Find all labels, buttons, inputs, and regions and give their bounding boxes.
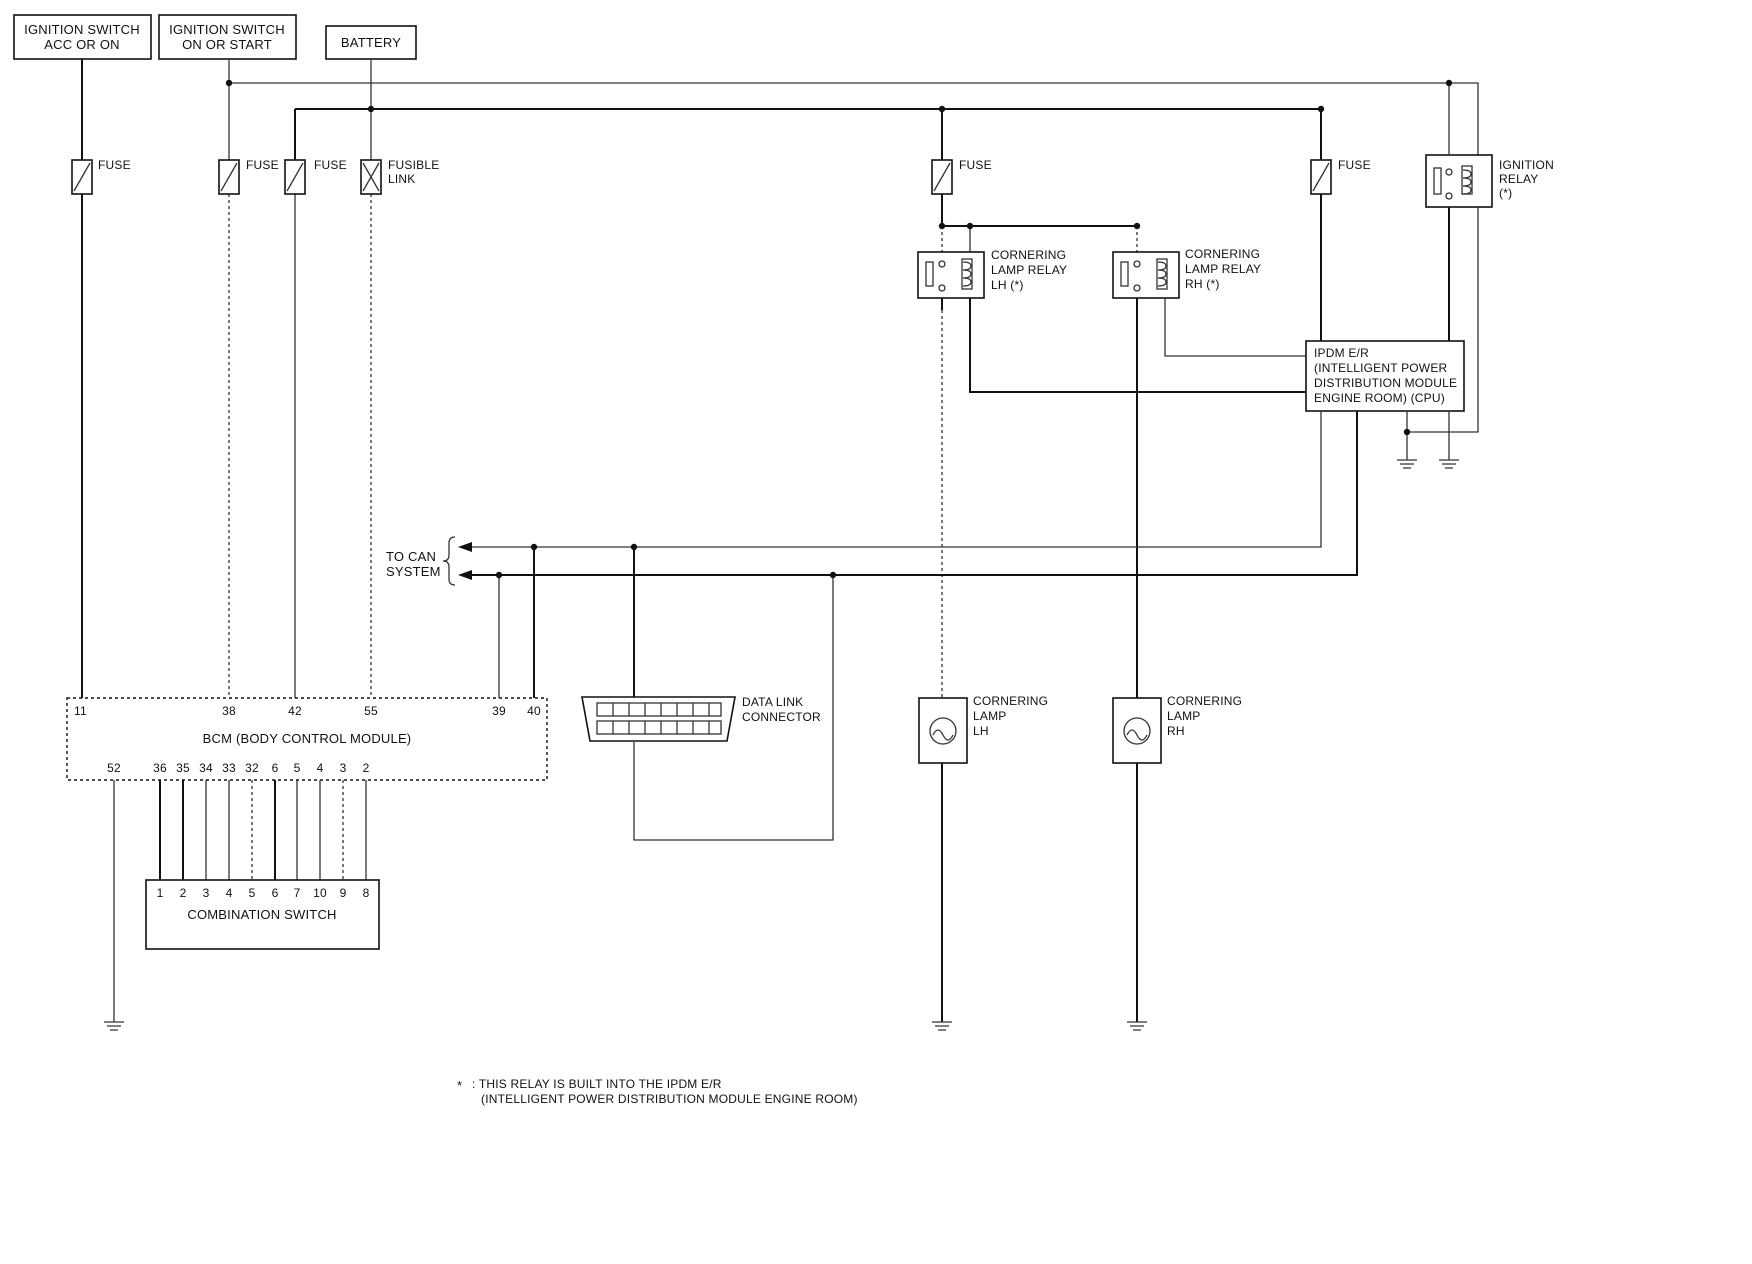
bcm-pin: 6 — [272, 761, 279, 775]
bcm-pin: 42 — [288, 704, 302, 718]
ground-icon — [1127, 1021, 1147, 1031]
svg-text:(INTELLIGENT POWER: (INTELLIGENT POWER — [1314, 361, 1448, 375]
svg-text:LAMP: LAMP — [973, 709, 1006, 723]
battery-box: BATTERY — [325, 25, 417, 60]
svg-text:FUSE: FUSE — [246, 158, 279, 172]
svg-text:FUSE: FUSE — [314, 158, 347, 172]
svg-text:IGNITION SWITCH: IGNITION SWITCH — [24, 22, 140, 37]
svg-text:RH (*): RH (*) — [1185, 277, 1220, 291]
svg-text:FUSIBLE: FUSIBLE — [388, 158, 439, 172]
svg-text:LINK: LINK — [388, 172, 415, 186]
fuse-ign: FUSE — [218, 158, 279, 195]
bcm-pin: 3 — [340, 761, 347, 775]
bcm-pin: 5 — [294, 761, 301, 775]
footnote-star: * — [457, 1078, 462, 1093]
bcm-pin: 34 — [199, 761, 213, 775]
footnote: * : THIS RELAY IS BUILT INTO THE IPDM E/… — [457, 1077, 858, 1106]
cornering-lamp-relay-rh: CORNERING LAMP RELAY RH (*) — [1112, 247, 1261, 299]
svg-text:CORNERING: CORNERING — [1167, 694, 1242, 708]
ground-icon — [932, 1021, 952, 1031]
combo-pin: 6 — [272, 886, 279, 900]
to-can-label: SYSTEM — [386, 564, 441, 579]
bcm-pin: 2 — [363, 761, 370, 775]
svg-text:FUSE: FUSE — [1338, 158, 1371, 172]
combo-pin: 7 — [294, 886, 301, 900]
svg-text:CONNECTOR: CONNECTOR — [742, 710, 821, 724]
svg-text:LH (*): LH (*) — [991, 278, 1024, 292]
svg-text:RELAY: RELAY — [1499, 172, 1538, 186]
svg-text:FUSE: FUSE — [98, 158, 131, 172]
bcm-pin: 39 — [492, 704, 506, 718]
combo-pin: 5 — [249, 886, 256, 900]
combo-pin: 10 — [313, 886, 327, 900]
svg-text:(INTELLIGENT POWER DISTRIBUTIO: (INTELLIGENT POWER DISTRIBUTION MODULE E… — [481, 1092, 858, 1106]
bcm-pin: 40 — [527, 704, 541, 718]
ground-icon — [1397, 459, 1417, 469]
svg-text:DATA LINK: DATA LINK — [742, 695, 803, 709]
svg-text:IGNITION: IGNITION — [1499, 158, 1554, 172]
can-brace — [442, 536, 456, 586]
fusible-link: FUSIBLE LINK — [360, 158, 439, 195]
bcm-pin: 33 — [222, 761, 236, 775]
svg-text:LH: LH — [973, 724, 989, 738]
fuse-battery: FUSE — [284, 158, 347, 195]
fuse-acc: FUSE — [71, 158, 131, 195]
bcm-module: 11 38 42 55 39 40 BCM (BODY CONTROL MODU… — [66, 697, 548, 781]
combination-switch: 1 2 3 4 5 6 7 10 9 8 COMBINATION SWITCH — [145, 879, 380, 950]
ground-icon — [1439, 459, 1459, 469]
svg-text:ON OR START: ON OR START — [182, 37, 272, 52]
bcm-title: BCM (BODY CONTROL MODULE) — [203, 731, 412, 746]
combo-pin: 3 — [203, 886, 210, 900]
ipdm-er-module: IPDM E/R (INTELLIGENT POWER DISTRIBUTION… — [1305, 340, 1465, 412]
combo-pin: 1 — [157, 886, 164, 900]
svg-text:DISTRIBUTION MODULE: DISTRIBUTION MODULE — [1314, 376, 1457, 390]
power-bus-wires — [81, 59, 1479, 698]
svg-text:LAMP RELAY: LAMP RELAY — [1185, 262, 1261, 276]
combo-pin: 4 — [226, 886, 233, 900]
combo-pin: 8 — [363, 886, 370, 900]
svg-text:CORNERING: CORNERING — [973, 694, 1048, 708]
svg-text:CORNERING: CORNERING — [991, 248, 1066, 262]
svg-text:ENGINE ROOM) (CPU): ENGINE ROOM) (CPU) — [1314, 391, 1445, 405]
ignition-switch-on-box: IGNITION SWITCH ON OR START — [158, 14, 297, 60]
svg-text:FUSE: FUSE — [959, 158, 992, 172]
ignition-relay: IGNITION RELAY (*) — [1425, 154, 1554, 208]
svg-text:LAMP: LAMP — [1167, 709, 1200, 723]
combination-switch-title: COMBINATION SWITCH — [187, 907, 336, 922]
bcm-pin: 4 — [317, 761, 324, 775]
bcm-pin: 35 — [176, 761, 190, 775]
ground-icon — [104, 1021, 124, 1031]
bcm-pin: 55 — [364, 704, 378, 718]
combination-switch-wires — [159, 780, 367, 880]
svg-text:IGNITION SWITCH: IGNITION SWITCH — [169, 22, 285, 37]
svg-text:ACC OR ON: ACC OR ON — [44, 37, 119, 52]
bcm-pin: 36 — [153, 761, 167, 775]
bcm-pin: 11 — [74, 704, 87, 718]
combo-pin: 2 — [180, 886, 187, 900]
cornering-lamp-relay-lh: CORNERING LAMP RELAY LH (*) — [917, 248, 1067, 299]
combo-pin: 9 — [340, 886, 347, 900]
bcm-pin: 38 — [222, 704, 236, 718]
cornering-lamp-lh: CORNERING LAMP LH — [918, 694, 1048, 764]
svg-text:: THIS RELAY IS BUILT INTO THE: : THIS RELAY IS BUILT INTO THE IPDM E/R — [472, 1077, 722, 1091]
svg-text:(*): (*) — [1499, 186, 1512, 200]
fuse-cornering: FUSE — [931, 158, 992, 195]
svg-text:RH: RH — [1167, 724, 1185, 738]
ignition-switch-acc-box: IGNITION SWITCH ACC OR ON — [13, 14, 152, 60]
bcm-pin: 32 — [245, 761, 259, 775]
data-link-connector: DATA LINK CONNECTOR — [581, 695, 821, 742]
svg-text:LAMP RELAY: LAMP RELAY — [991, 263, 1067, 277]
bcm-pin: 52 — [107, 761, 121, 775]
svg-text:CORNERING: CORNERING — [1185, 247, 1260, 261]
to-can-label: TO CAN — [386, 549, 436, 564]
fuse-ipdm: FUSE — [1310, 158, 1371, 195]
svg-text:IPDM E/R: IPDM E/R — [1314, 346, 1369, 360]
cornering-lamp-rh: CORNERING LAMP RH — [1112, 694, 1242, 764]
svg-text:BATTERY: BATTERY — [341, 35, 401, 50]
